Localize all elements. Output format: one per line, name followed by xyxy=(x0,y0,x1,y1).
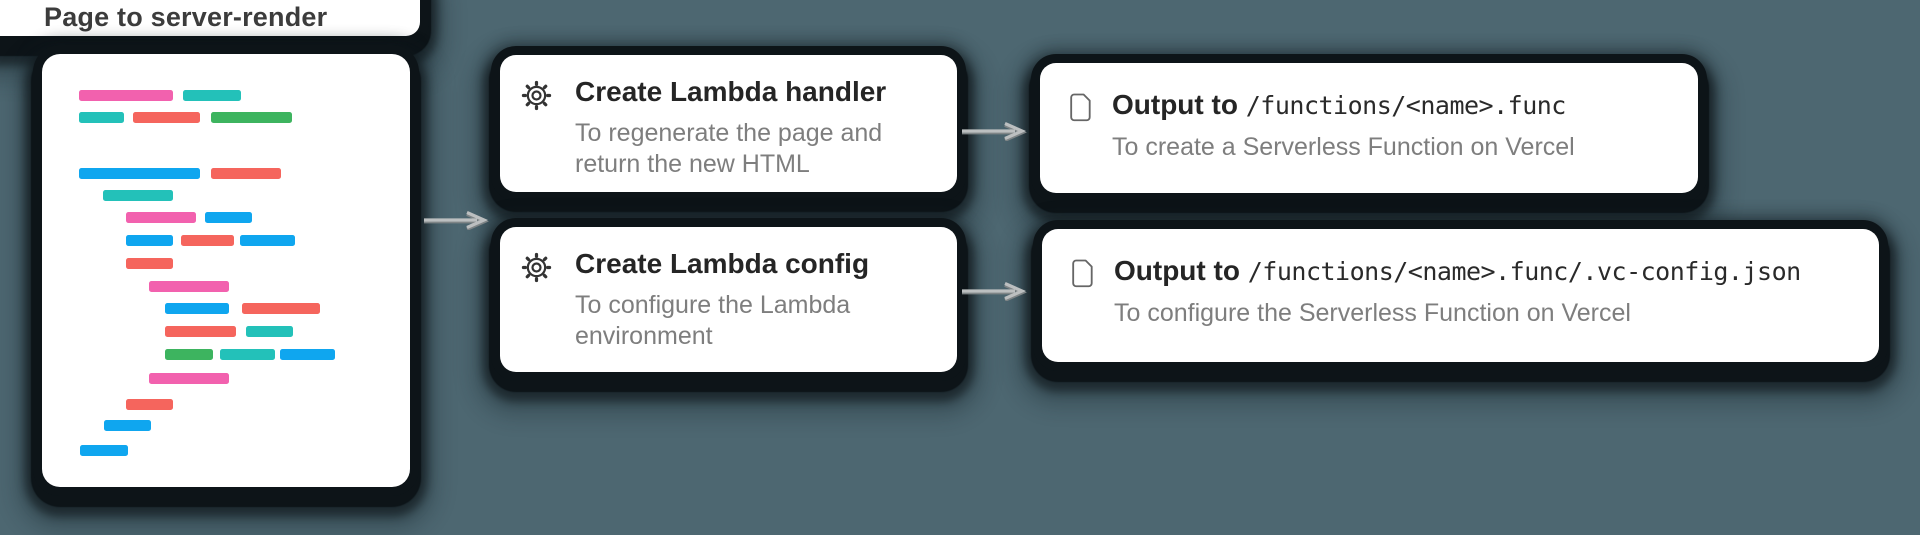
file-icon xyxy=(1071,259,1094,293)
code-line-bar xyxy=(126,258,173,269)
arrow-right-icon xyxy=(424,211,489,230)
code-line-bar xyxy=(220,349,275,360)
step-card-create-lambda-handler: Create Lambda handler To regenerate the … xyxy=(500,55,957,192)
output-card-func: Output to /functions/<name>.func To crea… xyxy=(1040,63,1698,193)
code-line-bar xyxy=(242,303,320,314)
code-line-bar xyxy=(240,235,295,246)
code-line-bar xyxy=(165,303,229,314)
output-description: To configure the Serverless Function on … xyxy=(1114,299,1631,327)
output-path: /functions/<name>.func xyxy=(1245,91,1567,120)
gear-icon xyxy=(521,252,552,288)
output-card-vc-config: Output to /functions/<name>.func/.vc-con… xyxy=(1042,229,1879,362)
code-line-bar xyxy=(246,326,293,337)
code-line-bar xyxy=(126,399,173,410)
code-line-bar xyxy=(280,349,335,360)
code-line-bar xyxy=(149,373,229,384)
code-line-bar xyxy=(165,326,236,337)
code-line-bar xyxy=(133,112,200,123)
page-code-card xyxy=(42,54,410,487)
output-title: Output to /functions/<name>.func/.vc-con… xyxy=(1114,255,1801,287)
code-line-bar xyxy=(126,235,173,246)
step-description: To configure the Lambda environment xyxy=(575,291,851,350)
code-line-bar xyxy=(103,190,173,201)
code-line-bar xyxy=(104,420,151,431)
code-line-bar xyxy=(80,445,128,456)
code-line-bar xyxy=(183,90,241,101)
page-title: Page to server-render xyxy=(44,2,328,32)
step-card-create-lambda-config: Create Lambda config To configure the La… xyxy=(500,227,957,372)
file-icon xyxy=(1069,93,1092,127)
code-line-bar xyxy=(79,90,173,101)
output-path: /functions/<name>.func/.vc-config.json xyxy=(1247,257,1801,286)
code-line-bar xyxy=(205,212,252,223)
arrow-right-icon xyxy=(962,282,1027,301)
code-line-bar xyxy=(211,112,292,123)
step-description: To regenerate the page and return the ne… xyxy=(575,119,883,178)
code-line-bar xyxy=(79,168,200,179)
code-line-bar xyxy=(211,168,281,179)
code-line-bar xyxy=(149,281,229,292)
step-title: Create Lambda config xyxy=(575,248,870,279)
page-title-tab: Page to server-render xyxy=(0,0,420,36)
arrow-right-icon xyxy=(962,122,1027,141)
code-line-bar xyxy=(181,235,234,246)
step-title: Create Lambda handler xyxy=(575,76,887,107)
code-line-bar xyxy=(165,349,213,360)
code-line-bar xyxy=(126,212,196,223)
code-line-bar xyxy=(79,112,124,123)
output-description: To create a Serverless Function on Verce… xyxy=(1112,133,1575,161)
gear-icon xyxy=(521,80,552,116)
output-title: Output to /functions/<name>.func xyxy=(1112,89,1567,121)
